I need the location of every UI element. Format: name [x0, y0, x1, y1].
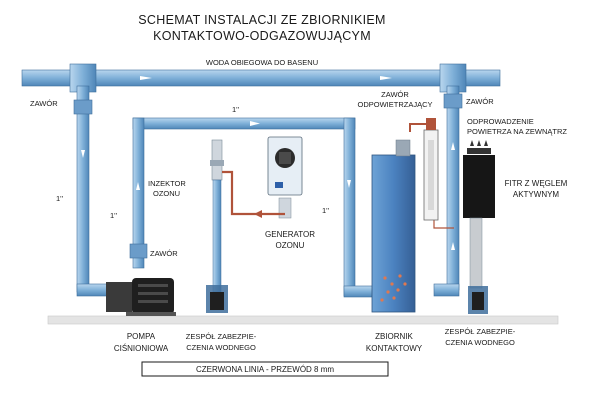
contact-tank: [371, 139, 416, 313]
bubble-icon: [398, 274, 402, 278]
size-mid-label: 1'': [110, 211, 118, 220]
bubble-icon: [380, 298, 384, 302]
filter-label-1: FITR Z WĘGLEM: [505, 179, 568, 188]
legend-text: CZERWONA LINIA - PRZEWÓD 8 mm: [196, 365, 334, 374]
tank-label-1: ZBIORNIK: [375, 332, 413, 341]
arrow-icon: [254, 210, 262, 218]
valve-right-label: ZAWÓR: [466, 97, 494, 106]
flow-arrow-icon: [140, 76, 152, 80]
flow-arrow-icon: [380, 76, 392, 80]
exhaust-arrows-icon: [484, 140, 488, 146]
injector-label-1: INZEKTOR: [148, 179, 186, 188]
tank-label-2: KONTAKTOWY: [366, 344, 423, 353]
vent-valve-label-2: ODPOWIETRZAJĄCY: [357, 100, 432, 109]
size-right-label: 1'': [322, 206, 330, 215]
left-riser-pipe: [73, 85, 120, 297]
legend-box: [141, 361, 389, 377]
valve-left-label: ZAWÓR: [30, 99, 58, 108]
bubble-icon: [390, 282, 394, 286]
safety-unit-left: [206, 285, 228, 313]
exhaust-arrows-icon: [470, 140, 474, 146]
pump: [106, 278, 176, 316]
title-line-2: KONTAKTOWO-ODGAZOWUJĄCYM: [153, 29, 371, 43]
safety-left-label-2: CZENIA WODNEGO: [186, 343, 256, 352]
pump-label-2: CIŚNIONIOWA: [114, 344, 169, 353]
ozone-generator: [267, 136, 303, 219]
generator-label-1: GENERATOR: [265, 230, 315, 239]
main-pipe-label: WODA OBIEGOWA DO BASENU: [206, 58, 318, 67]
carbon-filter: [463, 140, 495, 289]
injector-label-2: OZONU: [153, 189, 180, 198]
exhaust-label-1: ODPROWADZENIE: [467, 117, 534, 126]
flow-arrow-icon: [136, 182, 140, 190]
right-riser-pipe: [433, 85, 463, 297]
flow-arrow-icon: [347, 180, 351, 188]
ozone-line: [222, 123, 454, 229]
floor: [47, 315, 559, 325]
filter-label-2: AKTYWNYM: [513, 190, 560, 199]
exhaust-label-2: POWIETRZA NA ZEWNĄTRZ: [467, 127, 567, 136]
safety-right-label-2: CZENIA WODNEGO: [445, 338, 515, 347]
generator-label-2: OZONU: [276, 241, 305, 250]
vent-valve-label-1: ZAWÓR: [381, 90, 409, 99]
valve-pump-label: ZAWÓR: [150, 249, 178, 258]
valve-right: [443, 93, 463, 109]
safety-right-label-1: ZESPÓŁ ZABEZPIE-: [445, 327, 516, 336]
bubble-icon: [403, 282, 407, 286]
bubble-icon: [392, 296, 396, 300]
bubble-icon: [396, 288, 400, 292]
exhaust-arrows-icon: [477, 140, 481, 146]
bubble-icon: [386, 290, 390, 294]
vent-column: [423, 118, 439, 221]
ozone-injector: [210, 139, 224, 293]
bypass-loop-pipe: [132, 117, 379, 298]
valve-pump: [129, 243, 148, 259]
bubble-icon: [383, 276, 387, 280]
flow-arrow-icon: [451, 142, 455, 150]
valve-left: [73, 99, 93, 115]
size-top-label: 1'': [232, 105, 240, 114]
title-line-1: SCHEMAT INSTALACJI ZE ZBIORNIKIEM: [138, 13, 385, 27]
size-left-label: 1'': [56, 194, 64, 203]
pump-label-1: POMPA: [127, 332, 156, 341]
flow-arrow-icon: [250, 121, 260, 126]
safety-unit-right: [468, 286, 488, 314]
safety-left-label-1: ZESPÓŁ ZABEZPIE-: [186, 332, 257, 341]
flow-arrow-icon: [81, 150, 85, 158]
flow-arrow-icon: [451, 242, 455, 250]
main-pipe: [21, 63, 501, 93]
